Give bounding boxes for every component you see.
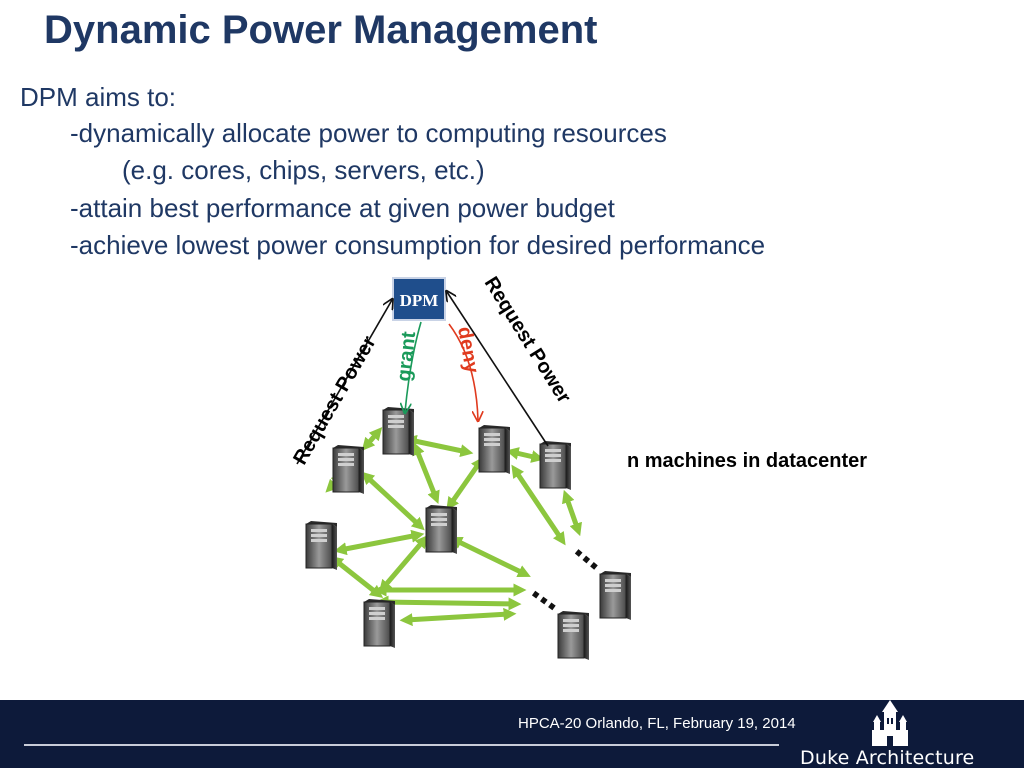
machine-link-arrow [329, 555, 384, 599]
server-machine-icon [363, 599, 395, 648]
machine-link-arrow [361, 427, 383, 451]
grant-label: grant [393, 330, 420, 382]
machine-link-arrow [375, 595, 522, 611]
server-machine-icon [382, 407, 414, 456]
server-machine-icon [425, 505, 457, 554]
datacenter-caption: n machines in datacenter [627, 450, 867, 472]
duke-logo-text: Duke Architecture [800, 747, 975, 769]
bullet-intro: DPM aims to: [20, 82, 177, 112]
dpm-label: DPM [400, 291, 439, 310]
server-machine-icon [332, 445, 364, 494]
server-machine-icon [599, 571, 631, 620]
footer-event: HPCA-20 Orlando, FL, February 19, 2014 [518, 715, 796, 732]
machine-link-arrow [446, 456, 484, 511]
dpm-box [392, 277, 446, 321]
machine-links [325, 427, 582, 627]
machine-link-arrow [361, 471, 425, 531]
grant-arrow [405, 321, 422, 412]
machine-link-arrow [412, 441, 440, 505]
request-arrow-right [447, 292, 549, 447]
machine-link-arrow [399, 607, 517, 627]
machine-link-arrow [449, 536, 531, 578]
machine-group [305, 407, 631, 660]
server-machine-icon [539, 441, 571, 490]
machine-link-arrow [378, 535, 429, 593]
machine-link-arrow [505, 447, 545, 463]
bullet-performance: -attain best performance at given power … [70, 193, 615, 223]
machine-link-arrow [511, 464, 566, 546]
deny-label: deny [453, 325, 483, 376]
bullet-allocate: -dynamically allocate power to computing… [70, 118, 667, 148]
request-power-label-right: Request Power [480, 273, 575, 407]
dpm-network-diagram: DPM Request Power Request Power grant de… [289, 273, 867, 660]
footer-divider [24, 744, 779, 746]
machine-link-arrow [333, 529, 425, 556]
server-machine-icon [305, 521, 337, 570]
deny-arrow [448, 323, 478, 420]
bullet-allocate-example: (e.g. cores, chips, servers, etc.) [122, 155, 485, 185]
machine-link-arrow [562, 489, 582, 537]
footer-bar: HPCA-20 Orlando, FL, February 19, 2014 D… [0, 700, 1024, 769]
server-machine-icon [557, 611, 589, 660]
duke-chapel-logo-icon [872, 700, 908, 746]
ellipsis-upper: … [568, 531, 613, 577]
slide-title: Dynamic Power Management [44, 8, 598, 52]
bullet-power: -achieve lowest power consumption for de… [70, 230, 766, 260]
request-arrow-left [296, 300, 392, 465]
server-machine-icon [478, 425, 510, 474]
